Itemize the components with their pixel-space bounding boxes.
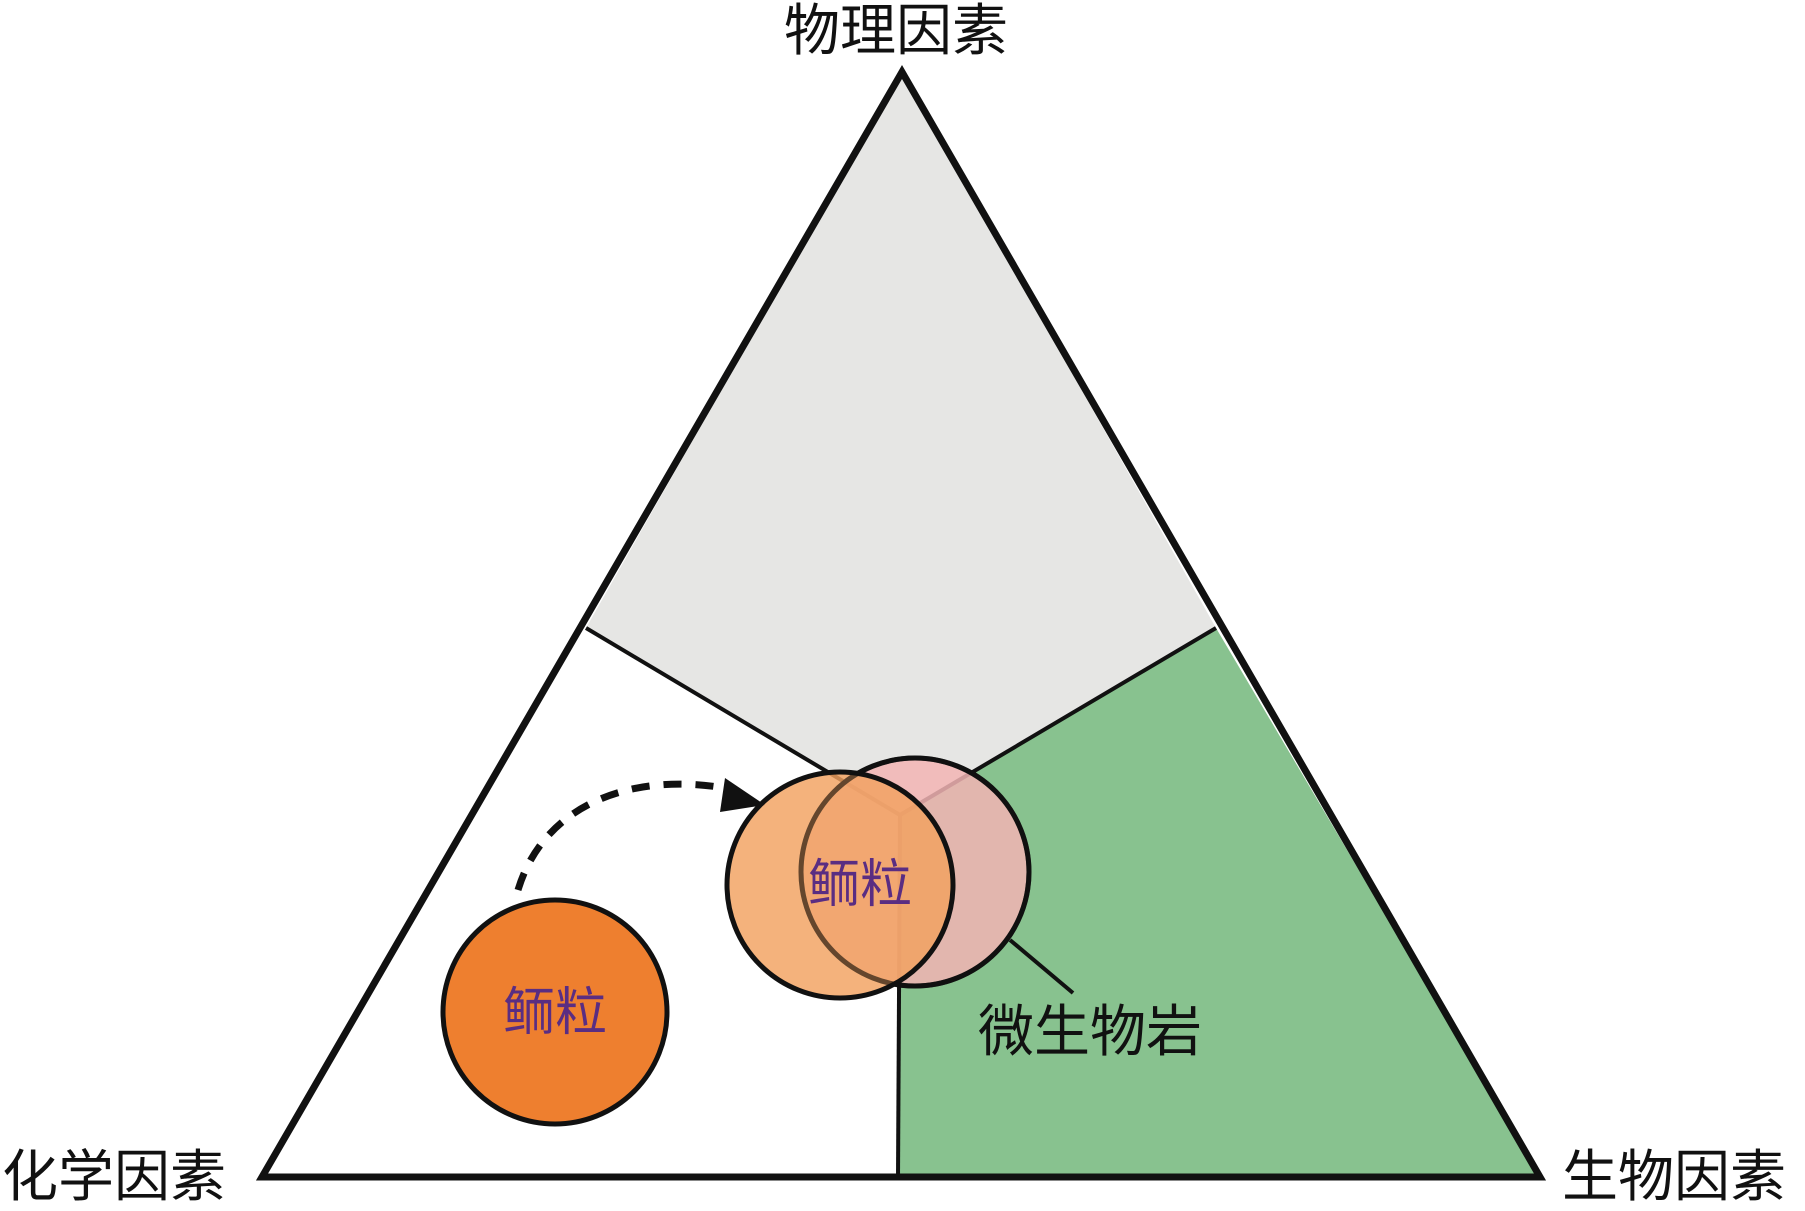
microbialite-circle-outline xyxy=(798,755,1032,989)
vertex-label-chemical: 化学因素 xyxy=(2,1145,226,1210)
physical-factor-region xyxy=(586,72,1216,815)
microbialite-label: 微生物岩 xyxy=(978,1000,1202,1065)
biological-factor-region xyxy=(898,628,1540,1177)
vertex-label-physical: 物理因素 xyxy=(784,0,1008,64)
transition-arrow-path xyxy=(514,780,736,892)
ooid-circle-initial xyxy=(440,897,670,1127)
microbialite-callout-line xyxy=(1008,938,1075,995)
transition-arrowhead-icon xyxy=(720,778,765,812)
triangle-outline xyxy=(255,65,1547,1181)
ooid-label-initial: 鲕粒 xyxy=(503,983,607,1043)
ooid-circle-final xyxy=(724,769,956,1001)
ooid-label-final: 鲕粒 xyxy=(808,855,912,915)
vertex-label-biological: 生物因素 xyxy=(1562,1145,1786,1210)
